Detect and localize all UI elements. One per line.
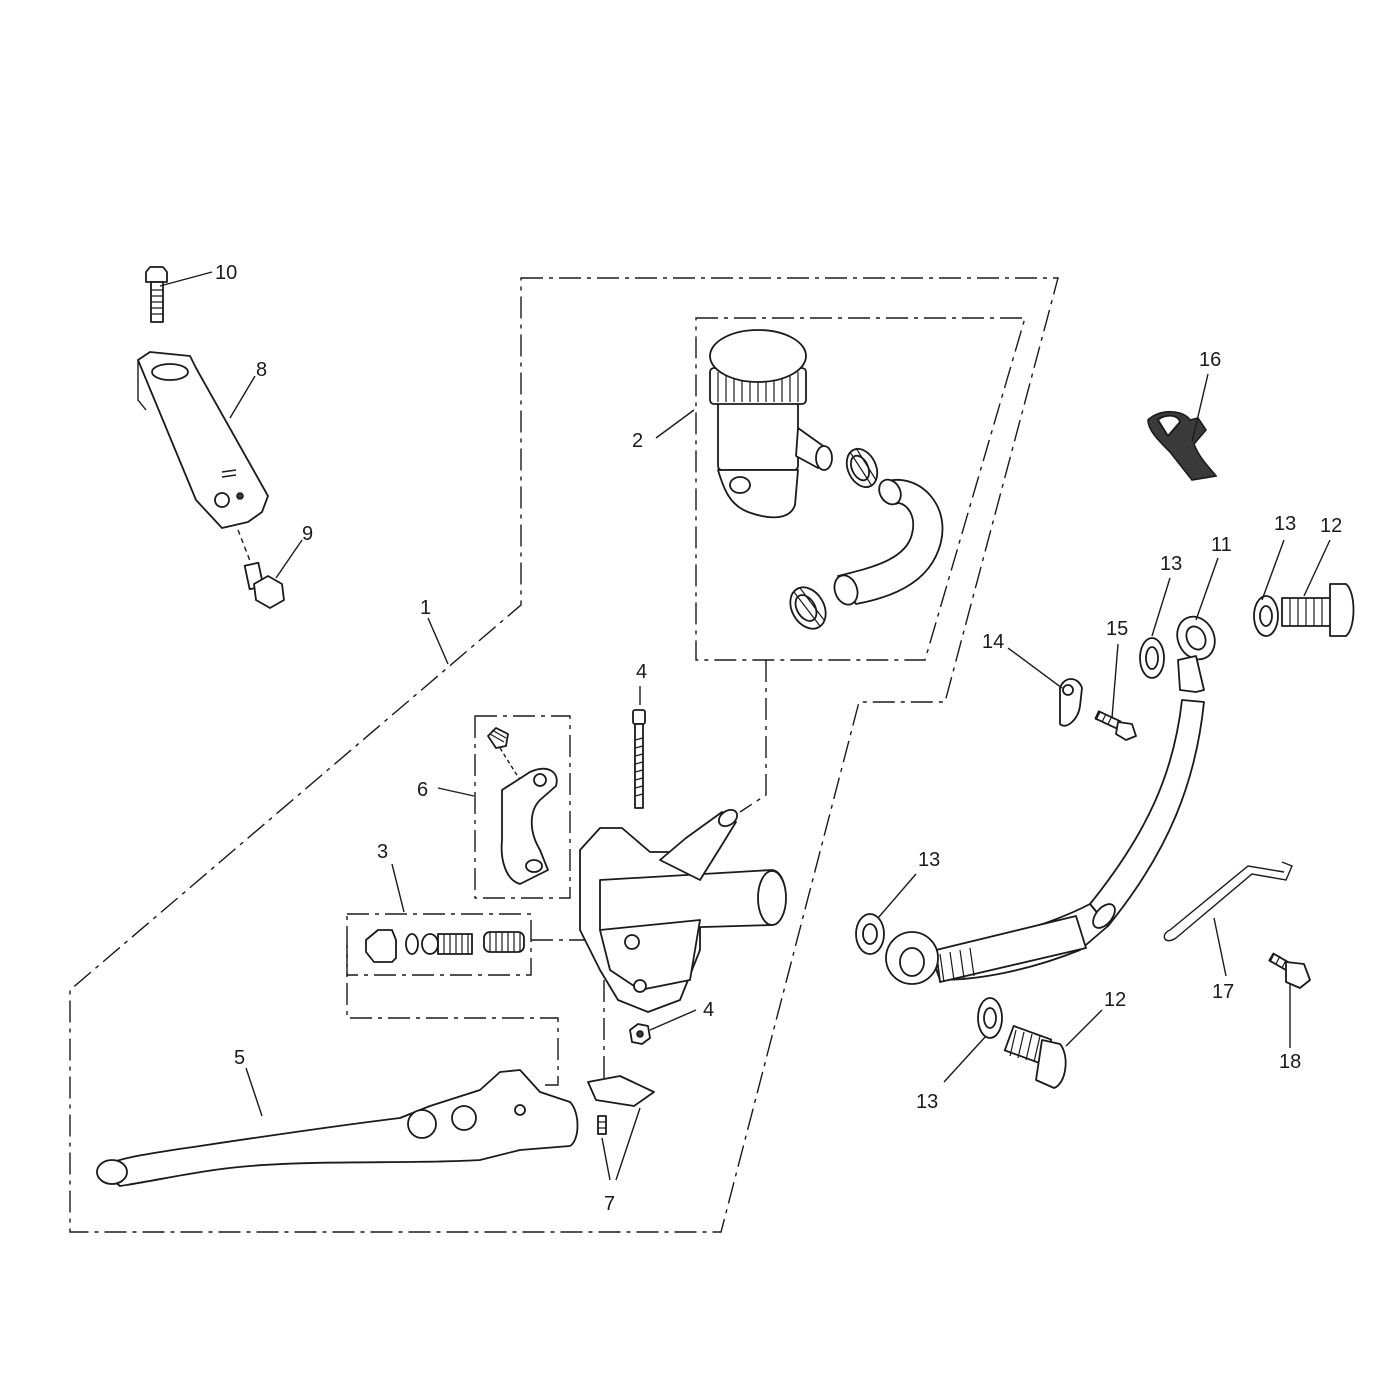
label-3: 3 (377, 841, 388, 863)
washer-13 (1139, 637, 1165, 679)
label-16: 16 (1199, 349, 1221, 371)
leader-line (391, 863, 405, 913)
pad-7 (587, 1075, 655, 1135)
leader-line (1111, 643, 1119, 719)
leader-line (1303, 539, 1331, 597)
assembly-1-boundary (69, 277, 1059, 1233)
leader-line (1213, 917, 1227, 977)
leader-line (601, 1107, 641, 1181)
label-18: 18 (1279, 1051, 1301, 1073)
label-2: 2 (632, 430, 643, 452)
label-4-top: 4 (636, 661, 647, 683)
label-8: 8 (256, 359, 267, 381)
label-13-b: 13 (1160, 553, 1182, 575)
clip-14 (1059, 678, 1083, 727)
label-13-a: 13 (1274, 513, 1296, 535)
piston-kit-3 (365, 929, 525, 963)
hose-clip (789, 586, 827, 630)
screw-18 (1268, 952, 1311, 989)
label-9: 9 (302, 523, 313, 545)
label-17: 17 (1212, 981, 1234, 1003)
label-5: 5 (234, 1047, 245, 1069)
banjo-bolt-12 (1003, 1025, 1067, 1089)
master-cylinder-body (579, 808, 787, 1013)
brake-hose-11 (885, 615, 1216, 985)
lever-5 (96, 1069, 579, 1187)
reservoir-hose (833, 478, 944, 606)
nut-4 (629, 1023, 651, 1045)
leader-line (1195, 557, 1219, 621)
washer-13 (855, 913, 885, 955)
leader-line (275, 539, 303, 579)
wire-clip-17 (1163, 861, 1293, 942)
screw-4 (632, 709, 646, 809)
leader-line (1191, 373, 1209, 443)
connector-line (739, 660, 767, 813)
label-14: 14 (982, 631, 1004, 653)
leader-line (1065, 1009, 1103, 1047)
bolt-9 (237, 529, 285, 609)
screw-15 (1094, 710, 1137, 741)
leader-line (655, 409, 695, 439)
leader-line (1261, 539, 1285, 601)
label-15: 15 (1106, 618, 1128, 640)
clamp-group-boundary (474, 715, 571, 899)
label-12-b: 12 (1104, 989, 1126, 1011)
leader-line (1151, 577, 1171, 637)
clamp-6 (487, 727, 558, 885)
label-10: 10 (215, 262, 237, 284)
leader-line (649, 1009, 697, 1031)
reservoir-group-boundary (695, 317, 1026, 661)
label-1: 1 (420, 597, 431, 619)
leader-line (943, 1035, 987, 1083)
label-4-bottom: 4 (703, 999, 714, 1021)
banjo-bolt-12 (1253, 583, 1355, 637)
label-13-d: 13 (916, 1091, 938, 1113)
leader-line (877, 873, 917, 919)
reservoir-2 (709, 329, 833, 519)
leader-line (1007, 647, 1063, 689)
connector-line (346, 945, 559, 1086)
label-11: 11 (1211, 534, 1232, 556)
leader-line (427, 617, 449, 665)
leader-line (229, 375, 256, 419)
mirror-bracket-8 (137, 351, 269, 529)
hose-clip (845, 447, 879, 488)
washer-13 (977, 997, 1003, 1039)
leader-line (159, 271, 213, 287)
label-12-a: 12 (1320, 515, 1342, 537)
leader-line (245, 1067, 263, 1117)
leader-line (437, 787, 475, 797)
label-6: 6 (417, 779, 428, 801)
label-7: 7 (604, 1193, 615, 1215)
bolt-10 (145, 266, 168, 323)
hose-clip-16 (1147, 410, 1218, 481)
label-13-c: 13 (918, 849, 940, 871)
